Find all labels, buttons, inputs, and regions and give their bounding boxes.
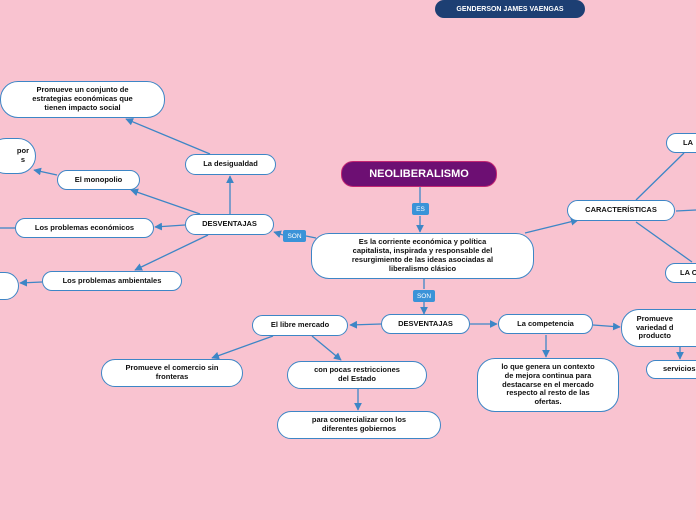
comercio-node[interactable]: Promueve el comercio sin fronteras: [101, 359, 243, 387]
caracteristicas-node[interactable]: CARACTERÍSTICAS: [567, 200, 675, 221]
variedad-node[interactable]: Promueve variedad d producto: [621, 309, 696, 347]
left-desventajas-node[interactable]: DESVENTAJAS: [185, 214, 274, 235]
son-left-tag: SON: [283, 230, 306, 242]
characteristic-top-node[interactable]: LA: [666, 133, 696, 153]
servicios-node[interactable]: servicios: [646, 360, 696, 379]
link-center-son-left: [305, 235, 317, 239]
es-tag: ES: [412, 203, 429, 215]
monopolio-node[interactable]: El monopolio: [57, 170, 140, 190]
link-desventajas-libre: [349, 320, 382, 329]
restricciones-node[interactable]: con pocas restricciones del Estado: [287, 361, 427, 389]
center-definition-node[interactable]: Es la corriente económica y política cap…: [311, 233, 534, 279]
link-desventajas-ambientales: [134, 234, 209, 271]
libre-mercado-node[interactable]: El libre mercado: [252, 315, 348, 336]
characteristic-bottom-node[interactable]: LA C: [665, 263, 696, 283]
link-son-left-desventajas: [273, 230, 284, 238]
link-center-caracteristicas: [524, 217, 579, 234]
root-node[interactable]: NEOLIBERALISMO: [341, 161, 497, 187]
link-ambientales-edge: [19, 278, 43, 287]
son-bottom-tag: SON: [413, 290, 435, 302]
monopolio-child-node[interactable]: por s: [0, 138, 36, 174]
promueve-conjunto-node[interactable]: Promueve un conjunto de estrategias econ…: [0, 81, 165, 118]
contexto-node[interactable]: lo que genera un contexto de mejora cont…: [477, 358, 619, 412]
desigualdad-node[interactable]: La desigualdad: [185, 154, 276, 175]
link-monopolio-child: [33, 167, 58, 176]
link-caracteristicas-bottom: [635, 221, 693, 263]
link-libre-restricciones: [311, 335, 342, 361]
link-desventajas-economicos: [154, 222, 186, 231]
comercializar-node[interactable]: para comercializar con los diferentes go…: [277, 411, 441, 439]
link-caracteristicas-right: [675, 209, 696, 212]
competencia-node[interactable]: La competencia: [498, 314, 593, 334]
link-competencia-variedad: [592, 322, 621, 331]
problemas-economicos-node[interactable]: Los problemas económicos: [15, 218, 154, 238]
problemas-ambientales-node[interactable]: Los problemas ambientales: [42, 271, 182, 291]
link-desigualdad-promueve: [125, 118, 211, 155]
bottom-desventajas-node[interactable]: DESVENTAJAS: [381, 314, 470, 334]
link-libre-comercio: [211, 335, 274, 360]
link-caracteristicas-top: [635, 152, 685, 201]
link-desventajas-monopolio: [130, 188, 201, 215]
author-label: GENDERSON JAMES VAENGAS: [435, 0, 585, 18]
